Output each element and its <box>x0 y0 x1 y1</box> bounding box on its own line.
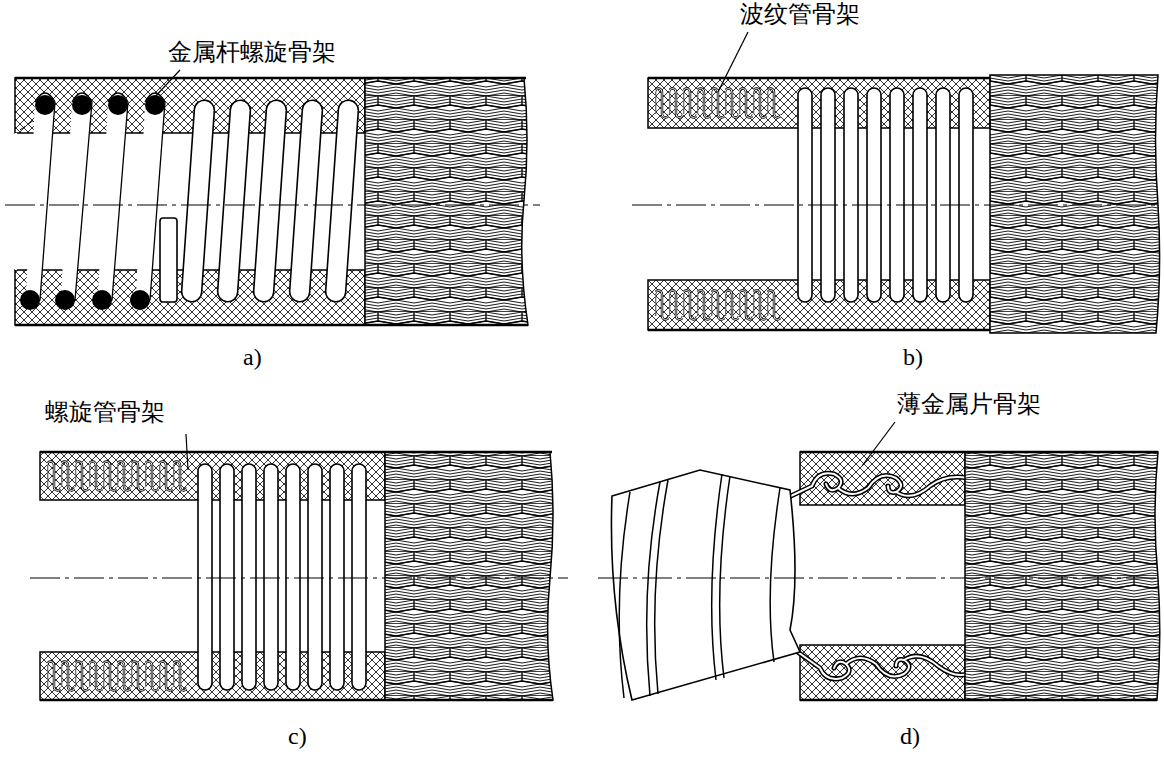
leader-lines <box>152 32 895 470</box>
panel-label: a) <box>243 343 262 372</box>
panel-b <box>632 75 1160 333</box>
part-label: 金属杆螺旋骨架 <box>168 38 336 67</box>
panel-a <box>5 78 540 325</box>
part-label: 波纹管骨架 <box>740 0 860 29</box>
part-label: 薄金属片骨架 <box>897 390 1041 419</box>
panel-label: d) <box>900 722 920 751</box>
panel-label: b) <box>903 343 923 372</box>
panel-c <box>30 452 568 700</box>
panel-label: c) <box>288 722 307 751</box>
panel-d <box>598 452 1160 700</box>
part-label: 螺旋管骨架 <box>45 398 165 427</box>
